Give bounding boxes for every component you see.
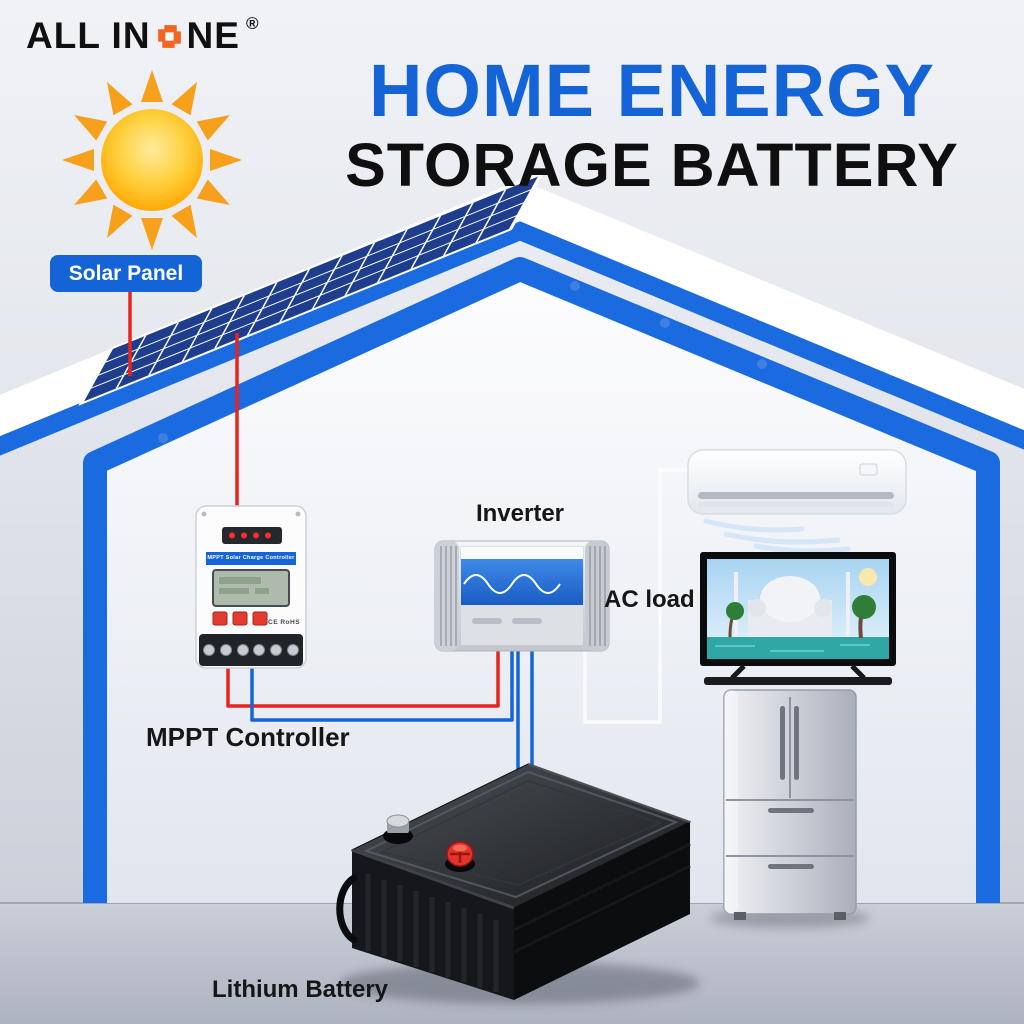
mppt-controller-image — [195, 505, 307, 669]
battery-terminal-negative — [383, 814, 413, 844]
ceiling-light-dots — [158, 281, 767, 443]
brand-text-left: ALL IN — [26, 15, 151, 56]
tv-stand-bar — [704, 677, 892, 685]
mppt-brand-strip — [206, 552, 296, 565]
mppt-terminal-screws — [203, 644, 299, 656]
battery-terminal-positive — [445, 841, 475, 872]
tv-legs — [730, 664, 866, 680]
sun-icon — [62, 70, 242, 250]
fridge-handle-right — [794, 706, 799, 780]
ac-vent-slot — [698, 492, 894, 499]
roof-fascia — [0, 221, 1024, 456]
battery-handle — [336, 874, 358, 944]
ac-load-label: AC load — [604, 586, 695, 613]
mppt-buttons — [212, 611, 268, 626]
title-line-2: STORAGE BATTERY — [345, 131, 959, 199]
solar-panel-array — [78, 172, 544, 406]
registered-mark: ® — [245, 14, 259, 33]
mppt-led-window — [222, 527, 282, 544]
inverter-sine-wave — [463, 574, 561, 594]
brand-logo: ALL IN NE ® — [26, 14, 258, 58]
inverter-image — [434, 540, 610, 652]
lithium-battery-image — [336, 763, 692, 1000]
inverter-right-fins — [585, 541, 609, 651]
brand-o-icon — [157, 25, 181, 48]
fridge-handle-left — [780, 706, 785, 780]
refrigerator-image — [723, 689, 857, 920]
wire-inverter-to-acload — [583, 468, 692, 724]
brand-text-right: NE — [186, 15, 240, 56]
solar-panel-label: Solar Panel — [50, 255, 202, 292]
mppt-certification-marks: CE RoHS — [268, 619, 301, 626]
wire-mppt-to-inverter-blue — [250, 650, 514, 722]
mppt-brand-strip-text: MPPT Solar Charge Controller — [207, 555, 295, 561]
solar-panel-label-text: Solar Panel — [68, 261, 184, 285]
ac-display — [859, 463, 878, 476]
mppt-terminal-block — [199, 634, 303, 666]
tv-screen — [707, 559, 889, 659]
wires — [128, 292, 692, 780]
inverter-blue-panel — [461, 559, 583, 605]
air-conditioner-image — [687, 449, 907, 554]
mppt-status-leds — [229, 532, 271, 539]
lithium-battery-label: Lithium Battery — [212, 976, 389, 1003]
tv-image — [700, 552, 896, 685]
inverter-label: Inverter — [475, 500, 565, 527]
wire-mppt-to-inverter-red — [226, 650, 500, 708]
title-line-1: HOME ENERGY — [368, 49, 936, 132]
ac-airflow-streaks — [703, 518, 851, 554]
mppt-controller-label: MPPT Controller — [146, 722, 350, 752]
inverter-left-fins — [435, 541, 459, 651]
